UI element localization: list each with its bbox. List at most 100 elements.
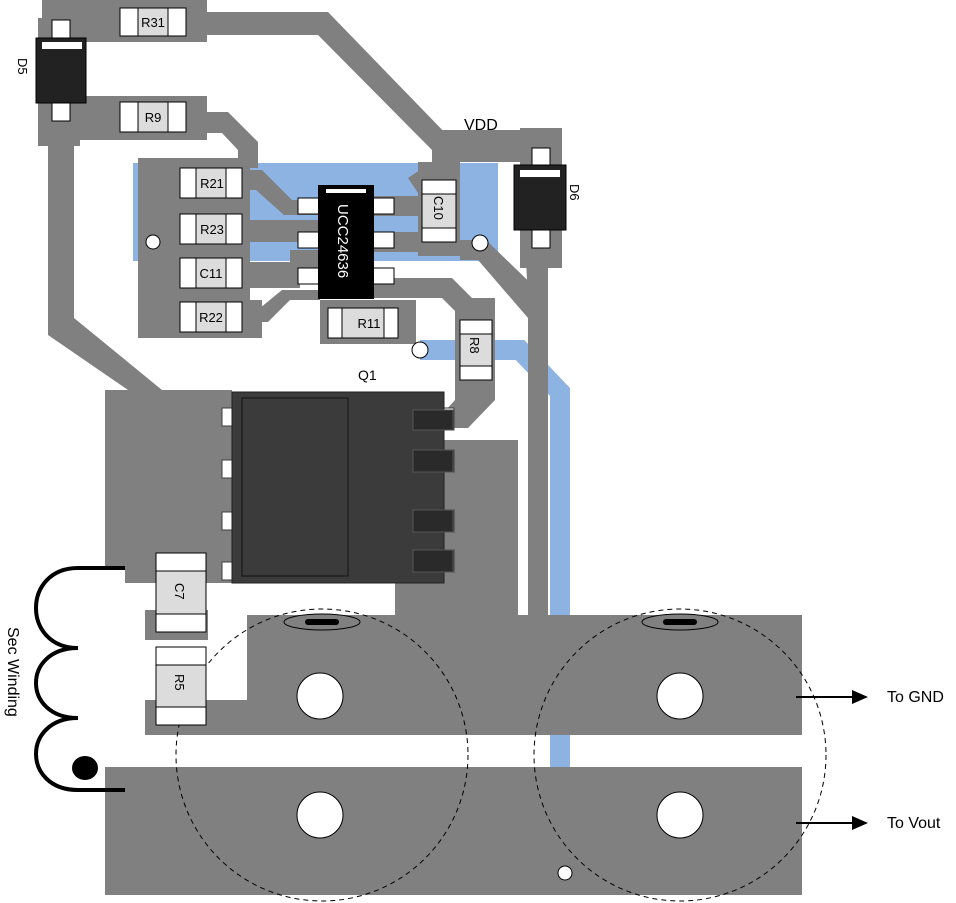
trace-r22b [260,290,320,322]
trace-r22 [240,300,262,338]
q1-drain-pour [105,390,232,583]
ic-pin-l3 [297,267,321,285]
resistor-r5: R5 [155,646,207,726]
cap-left-polarity-bar [305,619,339,625]
output-cap-right-outline [533,608,827,902]
polarity-dot-icon [72,756,98,780]
r11-body [341,307,385,339]
c10-pad-top [421,179,457,195]
r21-pad-right [225,167,243,199]
r23-label: R23 [200,222,224,237]
r9-body [137,101,169,133]
capacitor-c7: C7 [155,552,207,633]
diode-d5: D5 [15,19,87,122]
resistor-r22: R22 [179,301,243,333]
c10-label: C10 [431,196,446,220]
q1-pin-r3 [412,509,454,533]
ic-pin1-mark [326,189,366,193]
r5-body [155,664,207,708]
r23-pad-right [225,213,243,245]
r8-pad-bottom [459,365,493,381]
gnd-pour [145,615,802,735]
cap-right-polarity-bar [663,619,697,625]
to-vout-label: To Vout [887,815,941,832]
secondary-winding: Sec Winding [4,566,125,792]
d5-pad-bottom [51,102,71,122]
ic-pin-l2 [297,231,321,249]
c11-body [195,257,227,289]
d6-label: D6 [567,184,582,201]
trace-ic-rr [460,240,548,318]
d5-pad-top [51,19,71,39]
q1-pin-r2 [412,449,454,473]
r5-label: R5 [172,674,187,691]
c7-body [155,570,207,615]
r11-pad-left [327,307,343,339]
c7-label: C7 [172,583,187,600]
c7-pad-top [155,552,207,572]
c11-pad-right [225,257,243,289]
r31-pad-left [119,7,139,37]
via-c10 [471,234,489,252]
capacitor-c11: C11 [179,257,243,289]
r22-pad-right [225,301,243,333]
r11-pad-right [383,307,399,339]
r31-label: R31 [141,15,165,30]
ic-pin-r3 [371,267,395,285]
d6-cathode-band [520,170,560,177]
ic-pin-r2 [371,231,395,249]
resistor-r11: R11 [327,307,399,339]
vdd-label: VDD [464,117,498,134]
cap-right-hole-bottom [656,791,704,839]
arrow-right-icon [852,690,868,704]
r9-pad-right [167,101,187,133]
cap-left-hole-top [296,672,344,720]
trace-d5-down [48,140,162,390]
r8-label: R8 [467,337,482,354]
r11-label: R11 [358,316,381,331]
ic-ucc24636: UCC24636 [297,185,395,299]
r5-pad-top [155,646,207,666]
to-gnd-label: To GND [887,689,944,706]
r22-pad-left [179,301,197,333]
capacitor-c10: C10 [421,179,457,243]
r23-body [195,213,227,245]
trace-r8-gate [446,380,495,428]
q1-mosfet: Q1 [221,367,455,584]
q1-label: Q1 [358,367,377,383]
vout-pour [105,767,802,895]
output-cap-left-outline [175,608,469,902]
resistor-r23: R23 [179,213,243,245]
r21-body [195,167,227,199]
d5-cathode-band [42,42,82,49]
d6-pad-bottom [531,229,551,249]
diode-d6: D6 [513,147,582,249]
sec-winding-label: Sec Winding [4,627,21,717]
r21-label: R21 [200,176,224,191]
ic-pin-r1 [371,197,395,215]
r21-pad-left [179,167,197,199]
q1-die-left [241,397,349,577]
r22-body [195,301,227,333]
cap-right-hole-top [656,672,704,720]
resistor-r8: R8 [459,319,493,381]
c10-pad-bottom [421,227,457,243]
c10-body [421,193,457,229]
via-left [145,234,161,250]
c7-pad-bottom [155,613,207,633]
ic-body [318,185,374,299]
r5-pad-bottom [155,706,207,726]
r8-body [459,333,493,367]
r23-pad-left [179,213,197,245]
trace-d6-down [526,260,548,620]
output-capacitors [175,608,827,902]
resistor-r21: R21 [179,167,243,199]
r31-pad-right [167,7,187,37]
via-r11 [411,341,429,359]
via-bottom [557,865,573,881]
c11-pad-left [179,257,197,289]
r9-label: R9 [145,110,162,125]
c11-label: C11 [200,266,223,281]
cap-marks [283,613,719,839]
